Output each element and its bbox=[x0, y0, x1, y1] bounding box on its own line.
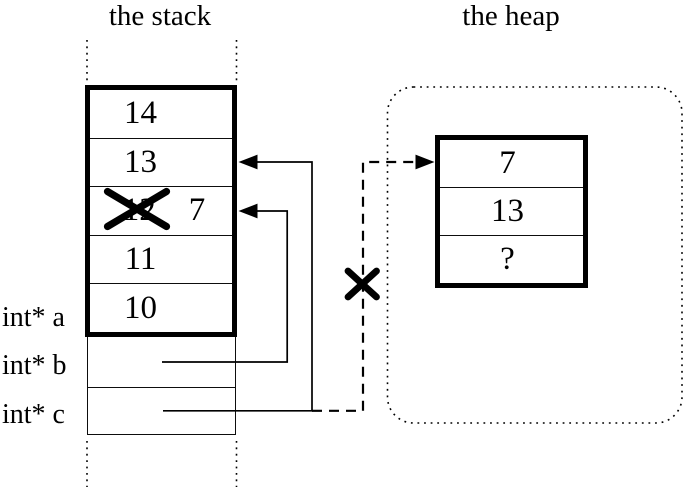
stack-cell-value: 10 bbox=[124, 289, 157, 326]
arrowhead-icon bbox=[238, 154, 258, 170]
stack-cell-10: 10 bbox=[90, 283, 232, 332]
stack-cell-11: 11 bbox=[90, 234, 232, 284]
arrowhead-icon bbox=[238, 203, 258, 219]
heap-cell-0: 7 bbox=[440, 140, 583, 187]
stack-cell-value: 14 bbox=[124, 95, 157, 132]
stack-title: the stack bbox=[108, 0, 212, 32]
heap-cell-value: 7 bbox=[499, 145, 516, 181]
x-mark-icon bbox=[344, 267, 380, 301]
stack-pointer-cell-c bbox=[88, 388, 235, 434]
stack-cell-value: 11 bbox=[124, 241, 157, 278]
stack-cell-value: 13 bbox=[124, 143, 157, 180]
pointer-label-a: int* a bbox=[2, 302, 65, 333]
pointer-label-b: int* b bbox=[2, 350, 67, 381]
pointer-label-c: int* c bbox=[2, 399, 65, 430]
heap-title: the heap bbox=[462, 0, 560, 32]
stack-cell-new-value: 7 bbox=[188, 192, 206, 229]
stack-pointer-rows bbox=[87, 337, 236, 435]
heap-cell-value: ? bbox=[500, 241, 515, 277]
heap-cell-value: 13 bbox=[491, 193, 524, 229]
dangling-pointer-heap-arrow bbox=[312, 154, 435, 412]
stack-cell-13: 13 bbox=[90, 137, 232, 187]
stack-frame-box: 14 13 12 7 11 10 bbox=[85, 85, 237, 337]
heap-cell-2: ? bbox=[440, 235, 583, 283]
heap-cell-1: 13 bbox=[440, 187, 583, 235]
heap-block-box: 7 13 ? bbox=[435, 135, 588, 288]
stack-pointer-cell-b bbox=[88, 337, 235, 388]
arrowhead-icon bbox=[415, 154, 435, 170]
stack-cell-14: 14 bbox=[90, 90, 232, 138]
stack-cell-12-overwritten: 12 7 bbox=[90, 186, 232, 235]
stack-cell-old-value: 12 bbox=[122, 192, 156, 229]
